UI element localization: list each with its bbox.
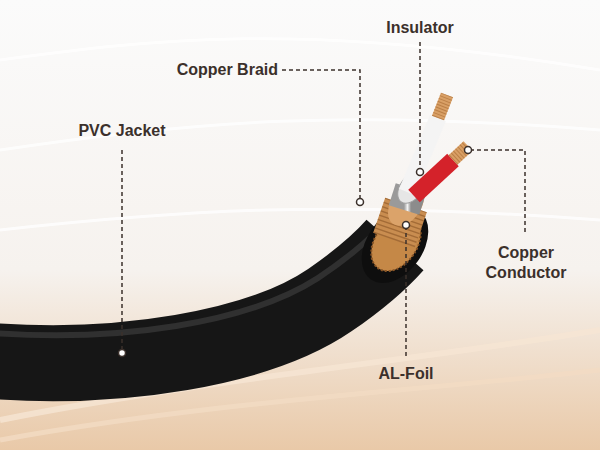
copper-conductor <box>438 95 447 118</box>
leader-dot <box>357 199 364 206</box>
part-label: Copper Conductor <box>470 243 582 283</box>
leader-line <box>470 150 525 235</box>
red-insulator <box>414 160 453 196</box>
leader-line <box>405 226 407 356</box>
leader-dot <box>403 222 410 229</box>
part-label: Copper Braid <box>130 60 278 80</box>
part-label: Insulator <box>370 18 470 38</box>
part-label: AL-Foil <box>350 364 462 384</box>
leader-line <box>419 42 421 170</box>
swoosh-line <box>0 39 600 70</box>
swoosh-line <box>0 120 600 150</box>
part-label: PVC Jacket <box>62 121 182 141</box>
leader-dot <box>465 147 472 154</box>
leader-dot <box>417 169 424 176</box>
leader-dots <box>119 147 472 357</box>
leader-line <box>282 70 360 200</box>
leader-line <box>121 150 123 352</box>
leader-lines <box>122 42 525 356</box>
jacket-highlight <box>0 230 378 335</box>
swoosh-line <box>0 209 600 230</box>
leader-dot <box>119 350 126 357</box>
conductor-strands <box>438 95 447 118</box>
